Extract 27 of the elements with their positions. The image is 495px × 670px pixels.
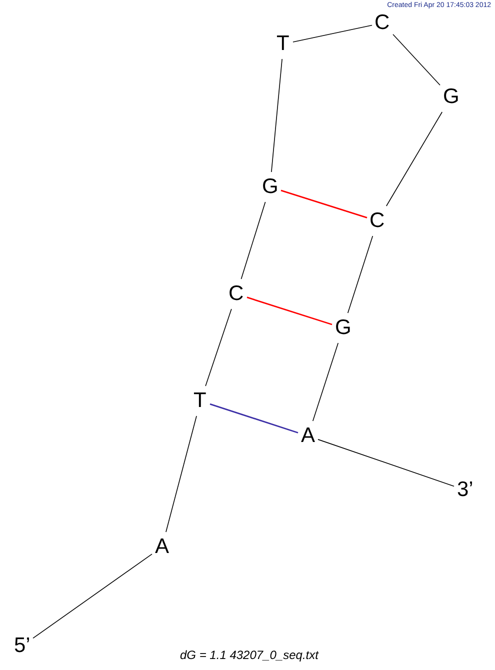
nucleotide-label: G [335,316,352,340]
backbone-line [347,236,374,314]
base-pair-line [280,190,368,218]
backbone-line [318,439,454,487]
energy-caption: dG = 1.1 43207_0_seq.txt [180,648,318,662]
backbone-line [392,34,440,86]
backbone-line [240,202,266,280]
nucleotide-label: T [276,32,290,56]
backbone-line [271,58,282,172]
nucleotide-label: C [370,209,385,233]
base-pair-line [246,296,332,326]
nucleotide-label: A [301,424,316,448]
nucleotide-label: G [262,175,278,199]
backbone-line [166,416,197,532]
backbone-line [386,112,442,206]
backbone-line [32,554,152,639]
nucleotide-label: T [194,389,206,413]
strand-end-label: 5’ [14,634,30,658]
nucleotide-label: A [155,535,170,559]
nucleotide-label: C [374,11,390,35]
backbone-line [312,342,339,422]
nucleotide-label: C [228,282,244,306]
backbone-line [292,24,372,42]
backbone-line [205,308,232,386]
base-pair-line [210,403,298,434]
nucleotide-label: G [443,85,460,109]
strand-end-label: 3’ [457,478,474,502]
